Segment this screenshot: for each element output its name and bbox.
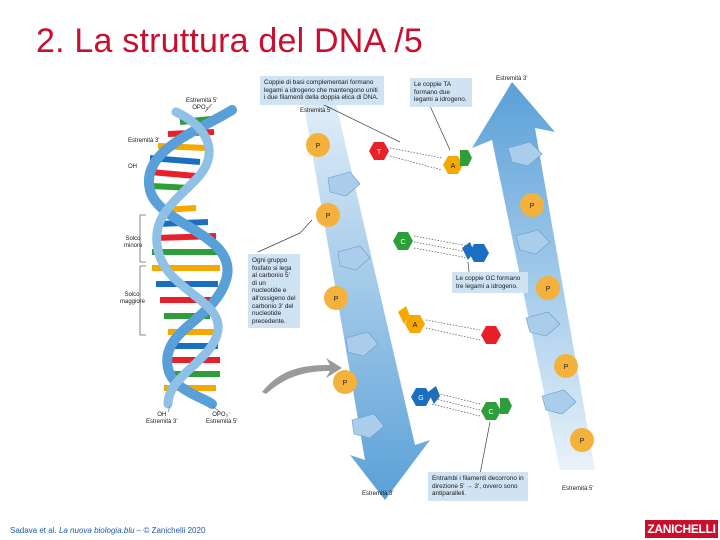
base-cytosine-1: C xyxy=(393,232,413,250)
right-strand-units: P P P P xyxy=(507,141,594,452)
base-label: A xyxy=(451,163,456,170)
base-guanine-2: G xyxy=(411,386,440,406)
right-strand-bottom-label: Estremità 5' xyxy=(562,486,594,492)
callout-gc-pairs: Le coppie GC formano tre legami a idroge… xyxy=(452,272,528,294)
callout-ta-pairs: Le coppie TA formano due legami a idroge… xyxy=(410,78,472,107)
hydrogen-bonds xyxy=(389,147,481,417)
svg-text:P: P xyxy=(316,143,321,150)
minor-groove-label: Solco minore xyxy=(124,236,143,249)
base-label: T xyxy=(377,149,382,156)
left-strand-units: P P P P xyxy=(306,133,385,439)
major-groove-bracket xyxy=(139,265,146,336)
callout-complementary-pairs: Coppie di basi complementari formano leg… xyxy=(260,76,384,105)
svg-text:P: P xyxy=(580,438,585,445)
base-adenine-1: A xyxy=(443,150,472,174)
base-label: G xyxy=(418,395,423,402)
helix-label-oh-left: OH xyxy=(128,164,137,170)
callout-antiparallel: Entrambi i filamenti decorrono in direzi… xyxy=(428,472,528,501)
pointer-arrow xyxy=(262,358,342,394)
helix-label-5-end-top: Estremità 5'OPO₃⁻ xyxy=(186,98,218,111)
svg-text:P: P xyxy=(564,364,569,371)
base-thymine-2 xyxy=(481,326,501,344)
base-label: C xyxy=(488,409,493,416)
left-strand-bottom-label: Estremità 3' xyxy=(362,491,394,497)
helix-label-3-end-top: Estremità 3' xyxy=(128,138,160,144)
svg-text:P: P xyxy=(334,296,339,303)
page-title: 2. La struttura del DNA /5 xyxy=(36,22,423,60)
svg-text:P: P xyxy=(343,380,348,387)
base-adenine-2: A xyxy=(398,306,425,333)
base-label: C xyxy=(400,239,405,246)
helix-backbone-b xyxy=(152,107,223,409)
footer-credit: Sadava et al. La nuova biologia.blu – © … xyxy=(10,526,206,535)
base-thymine-1: T xyxy=(369,142,389,160)
left-strand-top-label: Estremità 5' xyxy=(300,108,332,114)
svg-text:P: P xyxy=(546,286,551,293)
major-groove-label: Solco maggiore xyxy=(120,292,146,305)
base-cytosine-2: C xyxy=(481,398,512,420)
svg-text:P: P xyxy=(530,203,535,210)
helix-backbone-a xyxy=(143,105,237,409)
svg-text:P: P xyxy=(326,213,331,220)
publisher-logo: ZANICHELLI xyxy=(645,520,718,538)
minor-groove-bracket xyxy=(139,214,146,263)
helix-label-5-end-bottom: OPO₃⁻Estremità 5' xyxy=(206,412,238,425)
double-helix xyxy=(139,103,237,413)
right-strand-top-label: Estremità 3' xyxy=(496,76,528,82)
base-guanine-1 xyxy=(462,242,489,262)
base-label: A xyxy=(413,322,418,329)
callout-phosphate-bond: Ogni gruppo fosfato si lega al carbonio … xyxy=(248,254,300,329)
